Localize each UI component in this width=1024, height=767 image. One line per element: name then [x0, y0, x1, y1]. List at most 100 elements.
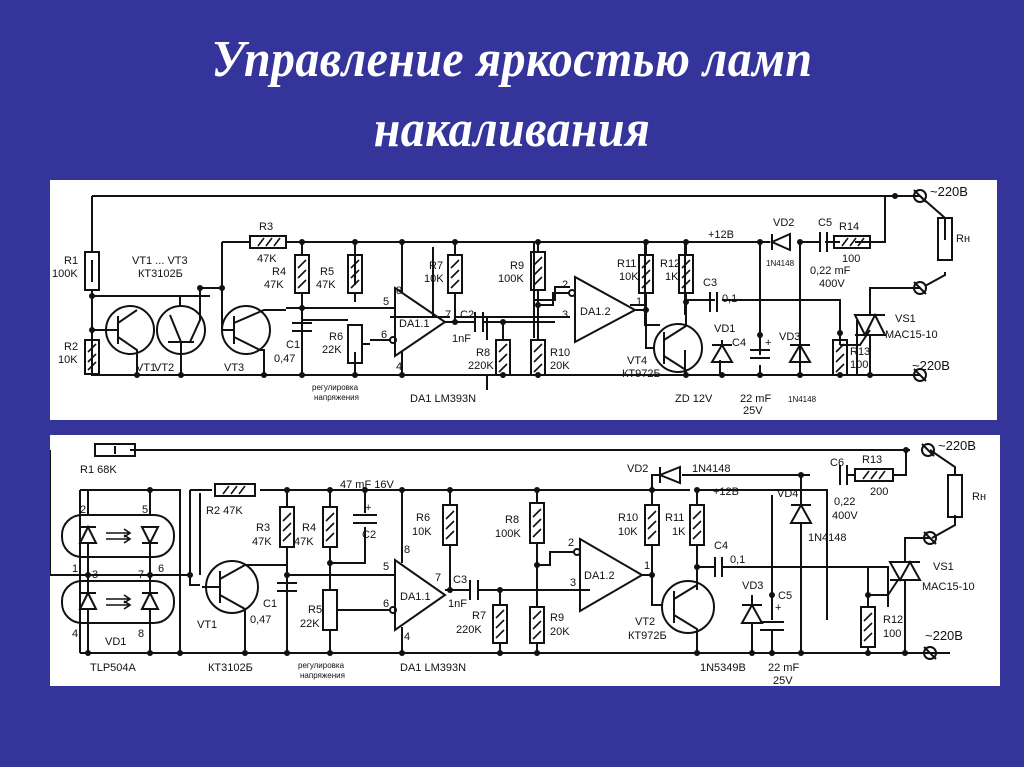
label-rn: Rн	[956, 233, 970, 245]
mains-terminal-top[interactable]	[921, 443, 935, 457]
schematic-1-drawing: R1 100K R2 10K VT1 ... VT3 КТ3102Б VT1 V…	[52, 184, 970, 417]
load-terminal[interactable]	[923, 531, 937, 545]
label-r2: R2 47K	[206, 505, 243, 517]
value-c4: 22 mF	[740, 393, 771, 405]
resistor-r9	[529, 606, 545, 644]
pin-6: 6	[381, 329, 387, 341]
value-c1: 0,47	[250, 614, 271, 626]
adjust-label-1: регулировка	[312, 383, 359, 392]
label-vd1: VD1	[105, 636, 126, 648]
opto-pin-5: 5	[142, 504, 148, 516]
label-mains-bottom: ~220B	[925, 628, 963, 643]
schematic-1: R1 100K R2 10K VT1 ... VT3 КТ3102Б VT1 V…	[50, 180, 997, 420]
label-vd1: VD1	[714, 323, 735, 335]
diode-vd4	[789, 475, 813, 653]
label-da1-1: DA1.1	[399, 318, 430, 330]
transistor-vt4	[653, 323, 703, 373]
label-da1: DA1 LM393N	[410, 393, 476, 405]
label-da1-1: DA1.1	[400, 591, 431, 603]
wires	[50, 449, 950, 654]
pin-5: 5	[383, 561, 389, 573]
diode-vd3	[788, 343, 812, 363]
value-r9: 20K	[550, 626, 570, 638]
label-c1: C1	[286, 339, 300, 351]
schematic-2: R1 68K 2 5 1 3 7 6 4 8 VD1 TLP504A R2 47…	[50, 435, 1000, 686]
transistor-vt3	[221, 305, 271, 355]
resistor-r3	[249, 235, 287, 249]
value-r11: 10K	[619, 271, 639, 283]
slide-title-line-1: Управление яркостью ламп	[211, 31, 813, 88]
pin-3: 3	[562, 309, 568, 321]
value-r3: 47K	[257, 253, 277, 265]
label-mains-bottom: ~220B	[912, 358, 950, 373]
mains-terminal-top[interactable]	[913, 189, 927, 203]
value-r10: 20K	[550, 360, 570, 372]
plus-c2: +	[365, 502, 371, 514]
voltage-c5: 400V	[819, 278, 845, 290]
resistor-r8	[529, 502, 545, 544]
type-vd1: TLP504A	[90, 662, 137, 674]
pin-2: 2	[568, 537, 574, 549]
pin-8: 8	[404, 544, 410, 556]
label-r4: R4	[302, 522, 316, 534]
label-r9: R9	[510, 260, 524, 272]
label-r5: R5	[320, 266, 334, 278]
resistor-r10	[644, 504, 660, 546]
pin-7: 7	[445, 309, 451, 321]
value-r6: 22K	[322, 344, 342, 356]
resistor-r4	[322, 506, 338, 548]
label-r14: R14	[839, 221, 859, 233]
value-r7: 220K	[456, 624, 482, 636]
pin-5: 5	[383, 296, 389, 308]
optocoupler-vd1	[61, 490, 175, 653]
value-r1: 100K	[52, 268, 78, 280]
label-r7: R7	[429, 260, 443, 272]
label-r4: R4	[272, 266, 286, 278]
value-r5: 22K	[300, 618, 320, 630]
resistor-r4	[294, 254, 310, 294]
label-da1-2: DA1.2	[580, 306, 611, 318]
plus-c4: +	[765, 337, 771, 349]
comparator-da1-1	[394, 558, 447, 632]
resistor-r6	[442, 504, 458, 546]
label-r5: R5	[308, 604, 322, 616]
label-vd2: VD2	[627, 463, 648, 475]
wires	[91, 195, 920, 390]
value-r9: 100K	[498, 273, 524, 285]
label-r9: R9	[550, 612, 564, 624]
label-r10: R10	[618, 512, 638, 524]
label-r8: R8	[505, 514, 519, 526]
potentiometer-r5[interactable]	[322, 589, 338, 631]
voltage-c6: 400V	[832, 510, 858, 522]
opto-pin-8: 8	[138, 628, 144, 640]
label-r6: R6	[416, 512, 430, 524]
pin-1: 1	[644, 560, 650, 572]
label-vd4: VD4	[777, 488, 798, 500]
adjust-label-1: регулировка	[298, 661, 345, 670]
value-c6: 0,22	[834, 496, 855, 508]
transistor-vt2	[661, 580, 715, 634]
value-r3: 47K	[252, 536, 272, 548]
type-vt4: КТ972Б	[622, 368, 661, 380]
pin-8: 8	[396, 285, 402, 297]
type-vd4: 1N4148	[808, 532, 847, 544]
label-r11: R11	[665, 512, 684, 524]
load-resistor-rn	[947, 474, 963, 518]
mains-terminal-bottom[interactable]	[913, 368, 927, 382]
label-vt1: VT1	[136, 362, 156, 374]
label-vd2: VD2	[773, 217, 794, 229]
mains-terminal-bottom[interactable]	[923, 646, 937, 660]
label-da1-2: DA1.2	[584, 570, 615, 582]
value-r8: 100K	[495, 528, 521, 540]
label-c3: C3	[453, 574, 467, 586]
resistor-r7	[492, 604, 508, 644]
label-r12: R12	[660, 258, 680, 270]
label-mains-top: ~220B	[938, 438, 976, 453]
label-vt2: VT2	[635, 616, 655, 628]
label-r12: R12	[883, 614, 903, 626]
load-terminal[interactable]	[913, 281, 927, 295]
type-vt-group: КТ3102Б	[138, 268, 183, 280]
opto-pin-2: 2	[80, 504, 86, 516]
label-vs1: VS1	[895, 313, 916, 325]
label-vt2: VT2	[154, 362, 174, 374]
